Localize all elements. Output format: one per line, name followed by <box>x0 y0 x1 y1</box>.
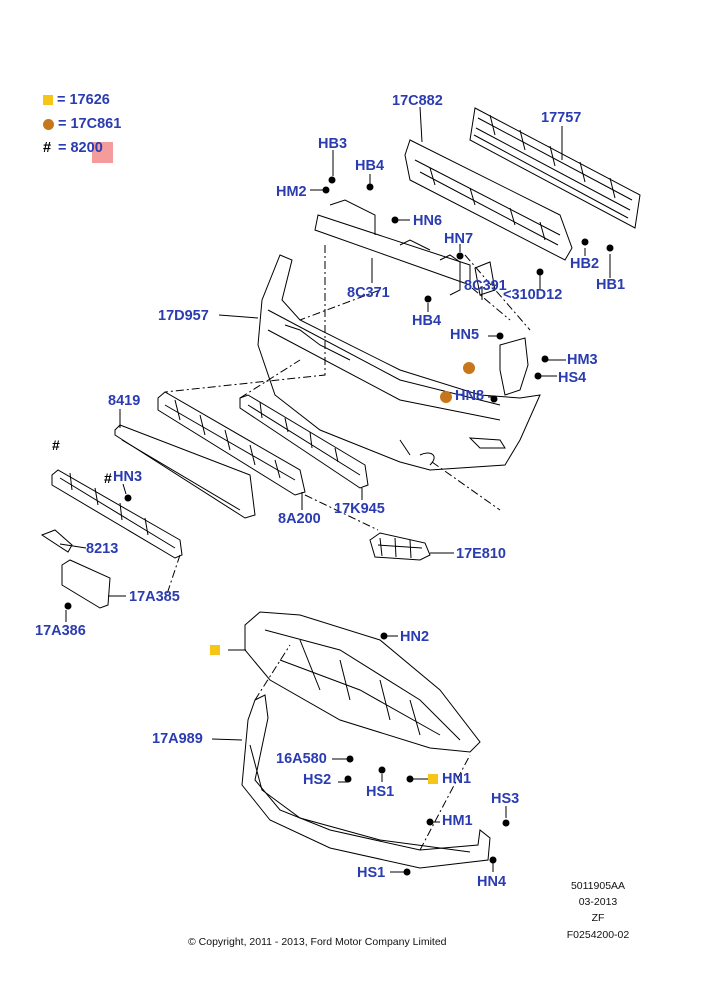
label-HB4: HB4 <box>355 158 385 174</box>
license-bracket-17A385 <box>61 559 111 609</box>
label-HS2: HS2 <box>303 772 332 788</box>
label-HS3: HS3 <box>491 791 520 807</box>
label-HB3: HB3 <box>318 136 348 152</box>
label-17D957: 17D957 <box>158 308 209 324</box>
label-HN8: HN8 <box>455 388 485 404</box>
label-HM2: HM2 <box>276 184 307 200</box>
bezel-17E810 <box>369 532 431 561</box>
legend-row-8200: # = 8200 <box>43 140 103 156</box>
yellow-square-swatch <box>43 95 53 106</box>
label-HN5: HN5 <box>450 327 480 343</box>
label-17C882: 17C882 <box>392 93 443 109</box>
doc-code: 5011905AA <box>570 880 626 892</box>
legend-row-17C861: = 17C861 <box>43 116 121 132</box>
label-HN3: HN3 <box>113 469 143 485</box>
grille-8A200 <box>157 391 306 496</box>
label-17E810: 17E810 <box>456 546 506 562</box>
highlight-box <box>92 142 113 163</box>
label-HS1-upper: HS1 <box>366 784 395 800</box>
label-HS4: HS4 <box>558 370 587 386</box>
hash-swatch: # <box>43 140 52 156</box>
label-17A989: 17A989 <box>152 731 203 747</box>
bracket-8C371 <box>314 199 471 296</box>
legend-text: = 17626 <box>57 92 110 108</box>
label-8A200: 8A200 <box>278 511 321 527</box>
label-HB2: HB2 <box>570 256 600 272</box>
side-bracket <box>499 337 529 396</box>
label-17757: 17757 <box>541 110 582 126</box>
copyright-text: © Copyright, 2011 - 2013, Ford Motor Com… <box>188 936 447 948</box>
label-HN4: HN4 <box>477 874 507 890</box>
grille-17K945 <box>239 394 369 489</box>
alignment-lines <box>164 245 531 851</box>
grille-main <box>51 469 183 559</box>
legend-row-17626: = 17626 <box>43 92 110 108</box>
square-marker-splash-shield <box>210 645 220 655</box>
label-8419: 8419 <box>108 393 141 409</box>
label-HN6: HN6 <box>413 213 443 229</box>
label-8213: 8213 <box>86 541 119 557</box>
label-HB1: HB1 <box>596 277 626 293</box>
label-HN7: HN7 <box>444 231 474 247</box>
orange-circle-swatch <box>43 118 54 130</box>
label-HN1: HN1 <box>442 771 472 787</box>
reinforcement-bar-17757 <box>469 107 641 229</box>
circle-marker-hm3 <box>463 362 475 374</box>
label-HM1: HM1 <box>442 813 473 829</box>
valance-17A989 <box>241 694 491 869</box>
legend-text: = 8200 <box>58 140 103 156</box>
absorber-17C882 <box>404 139 573 261</box>
doc-date: 03-2013 <box>578 896 618 908</box>
fasteners <box>64 176 614 876</box>
circle-marker-hn8 <box>440 391 452 403</box>
label-HS1-lower: HS1 <box>357 865 386 881</box>
bumper-cover-17D957 <box>257 254 541 471</box>
label-310D12: <310D12 <box>503 287 563 303</box>
bracket-8213 <box>40 529 73 553</box>
label-HN2: HN2 <box>400 629 430 645</box>
label-HM3: HM3 <box>567 352 598 368</box>
label-17K945: 17K945 <box>334 501 385 517</box>
doc-zf: ZF <box>591 912 605 924</box>
doc-figure-id: F0254200-02 <box>566 929 630 941</box>
hash-marker-grille: # <box>52 437 60 453</box>
label-16A580: 16A580 <box>276 751 327 767</box>
splash-shield <box>244 611 481 753</box>
square-marker-hn1 <box>428 774 438 784</box>
label-HB4-lower: HB4 <box>412 313 442 329</box>
hash-marker-hn3: # <box>104 470 112 486</box>
leader-lines <box>59 106 611 873</box>
legend-text: = 17C861 <box>58 116 122 132</box>
label-8C371: 8C371 <box>347 285 390 301</box>
label-17A385: 17A385 <box>129 589 180 605</box>
label-8C391: 8C391 <box>464 278 507 294</box>
bracket-8C391 <box>474 261 496 296</box>
label-17A386: 17A386 <box>35 623 86 639</box>
